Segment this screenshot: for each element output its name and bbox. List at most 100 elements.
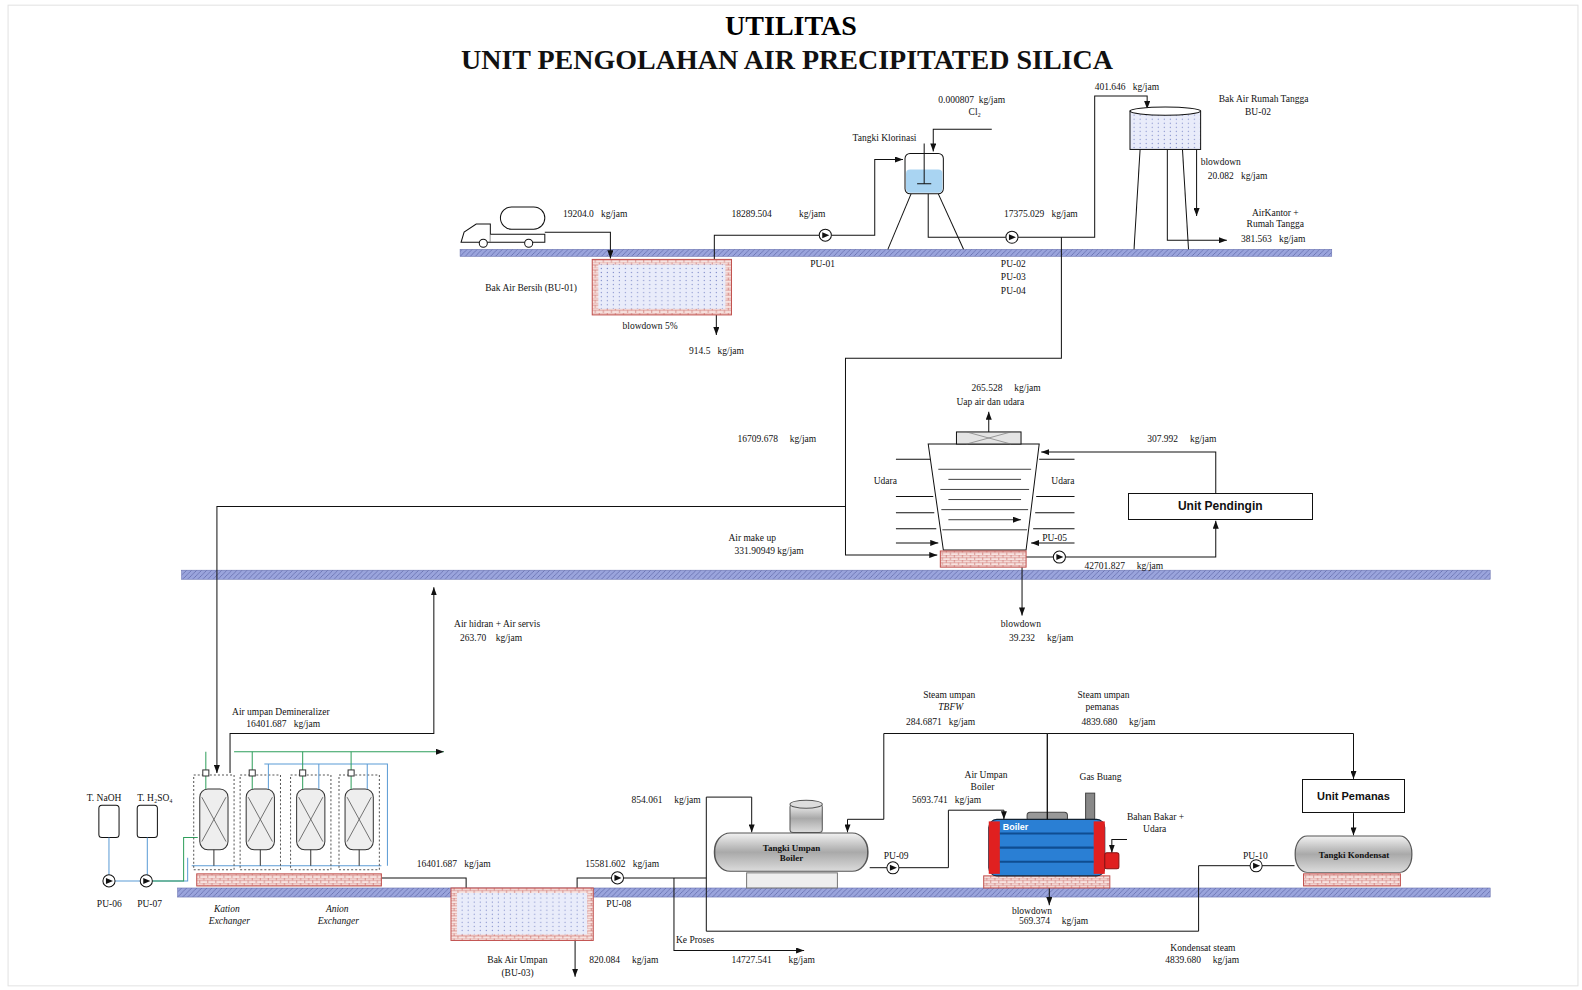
ion-exchanger bbox=[246, 789, 274, 850]
water-line bbox=[845, 237, 1061, 555]
water-line bbox=[624, 877, 707, 878]
pump-symbol bbox=[822, 232, 829, 238]
ion-exchanger bbox=[264, 764, 387, 866]
flow-label: Kation bbox=[214, 904, 240, 915]
node-text: Tangki Kondensat bbox=[1319, 850, 1389, 860]
condensate-tank-stand bbox=[1304, 874, 1401, 886]
flow-label: Bak Air Bersih (BU-01) bbox=[485, 283, 577, 294]
flow-label: 5693.741 kg/jam bbox=[912, 795, 981, 806]
process-box: Unit Pendingin bbox=[1128, 493, 1313, 519]
node-text: Boiler bbox=[1003, 822, 1029, 832]
pump-symbol bbox=[140, 875, 152, 887]
flow-label: blowdown 5% bbox=[623, 321, 678, 332]
cooling-tower bbox=[1031, 459, 1074, 543]
node-text: Tangki Umpan Boiler bbox=[752, 843, 832, 863]
flow-label: Udara bbox=[874, 476, 897, 487]
boiler-feed-tank bbox=[790, 800, 822, 808]
basin-bu-03 bbox=[451, 888, 593, 940]
flow-label: PU-01 bbox=[810, 259, 835, 270]
flow-label: 20.082 kg/jam bbox=[1208, 171, 1268, 182]
flow-label: 39.232 kg/jam bbox=[1009, 633, 1073, 644]
flow-label: Cl₂ bbox=[969, 107, 981, 118]
flow-connector bbox=[706, 797, 1294, 931]
ground-band bbox=[182, 570, 1491, 579]
cooling-tower bbox=[948, 479, 1021, 519]
pump-symbol bbox=[103, 875, 115, 887]
cooling-tower bbox=[967, 432, 1011, 444]
flow-label: 331.90949 kg/jam bbox=[735, 546, 804, 557]
node-text: Unit Pemanas bbox=[1317, 790, 1390, 802]
chlorination-tank bbox=[888, 143, 964, 249]
flow-label: Air Umpan bbox=[965, 770, 1008, 781]
chemical-tank bbox=[99, 805, 119, 837]
flow-label: blowdown bbox=[1201, 157, 1241, 168]
chlorination-tank bbox=[938, 194, 963, 249]
ion-exchanger bbox=[345, 789, 373, 850]
flow-label: 0.000807 kg/jam bbox=[938, 95, 1005, 106]
flow-label: Air umpan Demineralizer bbox=[232, 707, 330, 718]
ground-band bbox=[178, 888, 1491, 897]
cooling-tower bbox=[956, 432, 1021, 444]
flow-label: blowdown bbox=[1012, 906, 1052, 917]
flow-label: Udara bbox=[1143, 824, 1166, 835]
flow-label: 820.084 kg/jam bbox=[589, 955, 658, 966]
boiler-illustration bbox=[984, 876, 1110, 888]
tank-bu-02 bbox=[1130, 107, 1201, 249]
ion-exchanger bbox=[240, 775, 280, 870]
flow-connector bbox=[870, 810, 1004, 868]
flow-connector bbox=[848, 734, 1048, 833]
ion-exchanger bbox=[310, 850, 311, 866]
flow-label: Exchanger bbox=[209, 916, 250, 927]
ground-band bbox=[460, 249, 1332, 256]
pump-symbol bbox=[1056, 554, 1063, 560]
water-line bbox=[575, 940, 576, 976]
ground-band bbox=[178, 249, 1491, 897]
pump-symbol bbox=[1006, 231, 1018, 243]
water-truck bbox=[525, 239, 533, 247]
flow-label: PU-06 bbox=[97, 899, 122, 910]
pump-symbol bbox=[614, 875, 621, 881]
boiler-illustration bbox=[1086, 793, 1095, 819]
tank-bu-02 bbox=[1130, 107, 1201, 115]
flow-label: 569.374 kg/jam bbox=[1019, 916, 1088, 927]
flow-label: 284.6871 kg/jam bbox=[906, 717, 975, 728]
pump-symbol bbox=[887, 862, 899, 874]
ion-exchanger bbox=[291, 775, 331, 870]
water-truck bbox=[490, 234, 544, 242]
basin-bu-03 bbox=[457, 893, 587, 934]
water-line bbox=[988, 412, 989, 432]
ion-exchanger bbox=[348, 770, 354, 776]
water-line bbox=[928, 194, 1006, 237]
diagram-subtitle: UNIT PENGOLAHAN AIR PRECIPITATED SILICA bbox=[461, 44, 1113, 76]
flow-label: 381.563 kg/jam bbox=[1241, 234, 1305, 245]
flow-label: Bahan Bakar + bbox=[1127, 812, 1184, 823]
chemical-tank bbox=[109, 838, 147, 875]
water-line bbox=[230, 587, 434, 773]
water-line bbox=[545, 232, 611, 258]
flow-label: 265.528 kg/jam bbox=[972, 383, 1041, 394]
tank-bu-02 bbox=[1134, 149, 1140, 249]
ion-exchanger bbox=[268, 764, 269, 789]
boiler-illustration bbox=[1094, 821, 1105, 873]
ion-exchanger bbox=[200, 789, 228, 850]
ion-exchanger bbox=[299, 797, 323, 841]
ion-exchanger bbox=[300, 770, 306, 776]
water-line bbox=[1112, 840, 1127, 853]
boiler-unit: Boiler bbox=[989, 819, 1105, 876]
pump-symbol bbox=[103, 875, 115, 887]
boiler-illustration bbox=[989, 821, 1000, 873]
ion-exchanger bbox=[367, 764, 368, 789]
flow-label: kg/jam bbox=[799, 209, 825, 220]
water-truck bbox=[500, 207, 544, 229]
boiler-illustration bbox=[989, 819, 1105, 876]
water-line bbox=[1049, 888, 1050, 905]
flow-label: PU-05 bbox=[1042, 533, 1067, 544]
flow-label: PU-07 bbox=[137, 899, 162, 910]
ion-exchanger bbox=[197, 874, 382, 886]
flow-label: T. NaOH bbox=[87, 793, 122, 804]
water-line bbox=[716, 315, 717, 335]
basin-bu-03 bbox=[451, 888, 593, 940]
tank-outline bbox=[1296, 836, 1413, 872]
tank-outline bbox=[715, 833, 868, 871]
flow-label: BU-02 bbox=[1245, 107, 1271, 118]
